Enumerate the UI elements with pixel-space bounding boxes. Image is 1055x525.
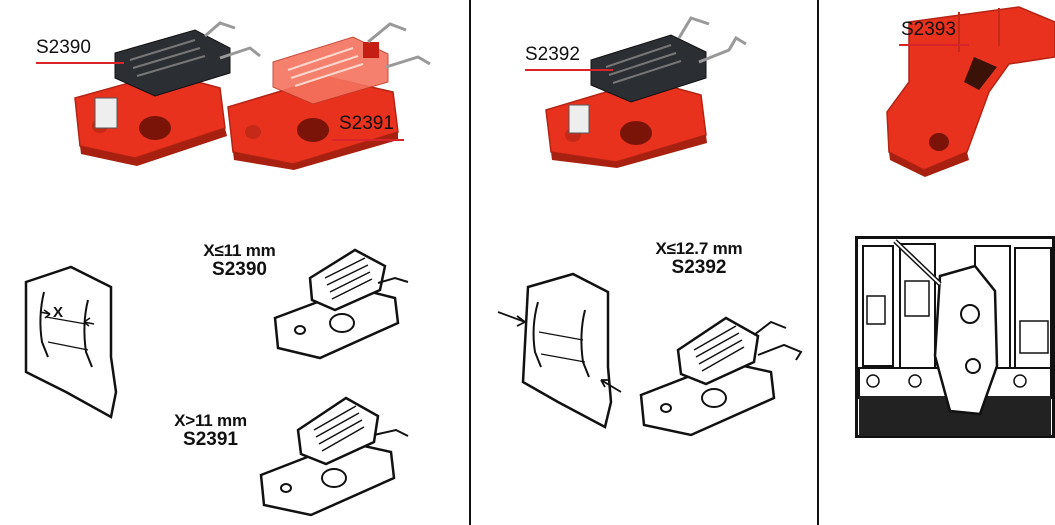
s2391-photo bbox=[227, 22, 431, 170]
spec-s2392-dimension: X≤12.7 mm bbox=[655, 239, 743, 258]
s2392-line-drawing bbox=[639, 316, 803, 437]
spec-s2392: X≤12.7 mm S2392 bbox=[639, 240, 759, 278]
s2391-label-underline bbox=[332, 139, 404, 141]
s2391-photo-label: S2391 bbox=[339, 113, 394, 134]
panel-s2390-s2391: S2390 S2391 X X≤11 mm S2390 bbox=[0, 0, 469, 525]
s2390-line-drawing bbox=[273, 248, 409, 360]
spec-s2391-code: S2391 bbox=[183, 428, 238, 450]
s2393-label-underline bbox=[899, 44, 969, 46]
spec-s2390-code: S2390 bbox=[212, 258, 267, 280]
breaker-toggle-drawing bbox=[24, 265, 118, 419]
s2390-photo-label: S2390 bbox=[36, 37, 91, 58]
spec-s2391: X>11 mm S2391 bbox=[163, 412, 258, 450]
panel-s2393: S2393 bbox=[819, 0, 1055, 525]
s2392-photo bbox=[545, 16, 747, 168]
spec-s2391-dimension: X>11 mm bbox=[174, 411, 247, 430]
s2392-breaker-drawing bbox=[497, 272, 622, 429]
panel-divider-2 bbox=[817, 0, 819, 525]
s2392-photo-label: S2392 bbox=[525, 44, 580, 65]
panel-divider-1 bbox=[469, 0, 471, 525]
s2393-photo-label: S2393 bbox=[901, 19, 956, 40]
spec-s2392-code: S2392 bbox=[671, 256, 727, 278]
s2390-photo bbox=[74, 21, 261, 166]
spec-s2390: X≤11 mm S2390 bbox=[192, 242, 287, 280]
dimension-x-marker: X bbox=[53, 304, 64, 321]
s2393-installation-drawing bbox=[855, 236, 1055, 438]
s2393-photo bbox=[886, 6, 1055, 177]
spec-s2390-dimension: X≤11 mm bbox=[203, 241, 276, 260]
s2391-line-drawing bbox=[259, 396, 409, 517]
panel-s2392: S2392 X≤12.7 mm S2392 bbox=[471, 0, 817, 525]
s2392-label-underline bbox=[525, 69, 613, 71]
s2390-label-underline bbox=[36, 62, 124, 64]
